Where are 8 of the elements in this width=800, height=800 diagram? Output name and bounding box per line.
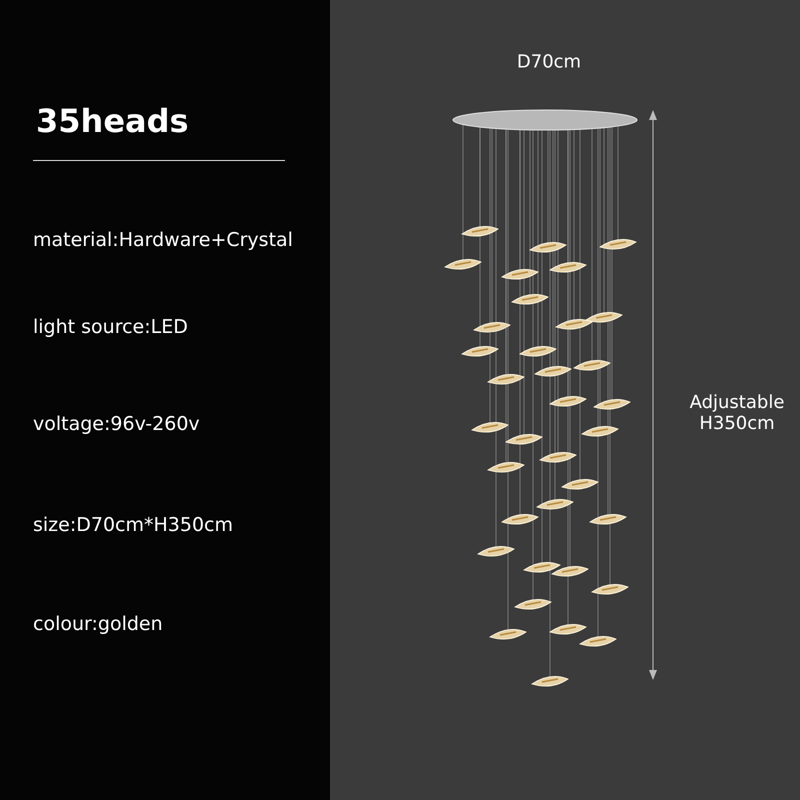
dimension-label: Adjustable H350cm: [688, 392, 786, 434]
heading: 35heads: [36, 102, 189, 140]
spec-text: colour:golden: [33, 613, 163, 635]
spec-text: size:D70cm*H350cm: [33, 514, 234, 536]
spec-text: voltage:96v-260v: [33, 413, 200, 435]
spec-text: light source:LED: [33, 316, 188, 338]
dimension-label: D70cm: [516, 52, 582, 72]
spec-text: material:Hardware+Crystal: [33, 229, 293, 251]
